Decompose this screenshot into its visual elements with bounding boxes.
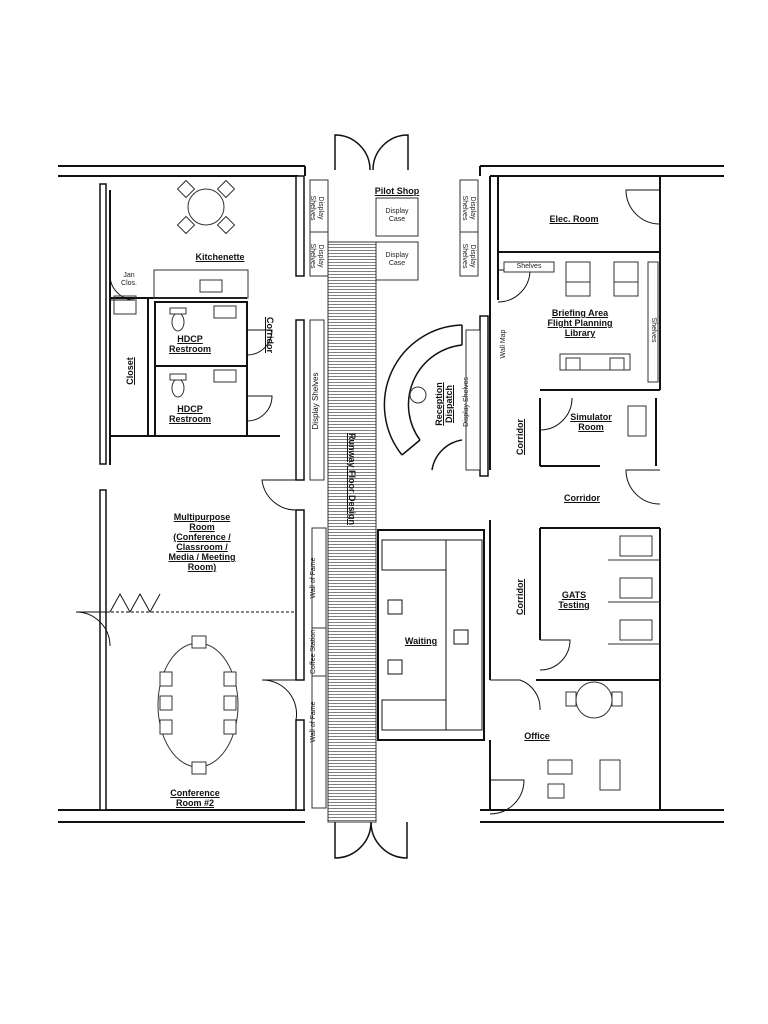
label-reception: Reception Dispatch (434, 382, 454, 426)
right-wing-doors (489, 189, 661, 815)
waiting-room (377, 529, 485, 741)
label-waiting: Waiting (404, 636, 438, 646)
label-corridor-right-horizontal: Corridor (564, 493, 600, 503)
label-runway: Runway Floor Design (347, 432, 357, 525)
restroom-doors (109, 274, 273, 422)
entrance-door-bottom (334, 821, 408, 859)
display-shelves-strip (309, 179, 329, 809)
label-display-shelves-b: Display Shelves (309, 243, 324, 269)
label-corridor-right-mid: Corridor (515, 419, 525, 455)
label-closet: Closet (125, 357, 135, 385)
kitchen-table (176, 179, 236, 235)
label-office: Office (524, 731, 550, 741)
briefing-furniture (503, 261, 659, 437)
label-wall-map: Wall Map (500, 329, 507, 359)
label-gats-testing: GATS Testing (558, 590, 590, 610)
label-wall-of-fame-2: Wall of Fame (310, 701, 317, 743)
runway-floor (327, 241, 377, 823)
entrance-door-top (334, 134, 409, 171)
label-shelves-side: Shelves (650, 317, 657, 343)
label-jan-clos: Jan Clos. (121, 272, 137, 287)
office-furniture (547, 681, 623, 799)
restroom-fixtures (169, 305, 237, 398)
label-display-case-1: Display Case (385, 208, 409, 223)
left-wing-walls (99, 175, 305, 811)
label-hdcp-restroom-1: HDCP Restroom (168, 334, 211, 354)
right-wing-walls (489, 176, 661, 810)
label-corridor-left: Corridor (265, 317, 275, 353)
multipurpose-doors (75, 479, 298, 721)
label-conference-room-2: Conference Room #2 (170, 788, 220, 808)
label-display-shelves-long: Display Shelves (311, 372, 320, 430)
reception-desk (383, 315, 489, 477)
label-display-shelves-reception: Display Shelves (463, 377, 470, 427)
conference-table (157, 635, 239, 775)
label-display-shelves-a: Display Shelves (309, 195, 324, 221)
label-elec-room: Elec. Room (549, 214, 599, 224)
label-coffee-station: Coffee Station (310, 629, 317, 675)
label-pilot-shop: Pilot Shop (374, 186, 420, 196)
label-wall-of-fame-1: Wall of Fame (310, 557, 317, 599)
label-display-case-2: Display Case (385, 252, 409, 267)
exterior-walls (58, 165, 724, 823)
label-hdcp-restroom-2: HDCP Restroom (168, 404, 211, 424)
kitchenette-counter (113, 269, 249, 315)
label-display-shelves-d: Display Shelves (461, 243, 476, 269)
label-display-shelves-c: Display Shelves (461, 195, 476, 221)
label-briefing-area: Briefing Area Flight Planning Library (547, 308, 613, 338)
gats-stations (608, 535, 660, 645)
label-corridor-right-lower: Corridor (515, 579, 525, 615)
display-cases (375, 179, 479, 281)
label-multipurpose-room: Multipurpose Room (Conference / Classroo… (168, 512, 236, 572)
label-simulator-room: Simulator Room (570, 412, 612, 432)
label-shelves-top: Shelves (516, 263, 542, 270)
label-kitchenette: Kitchenette (195, 252, 245, 262)
